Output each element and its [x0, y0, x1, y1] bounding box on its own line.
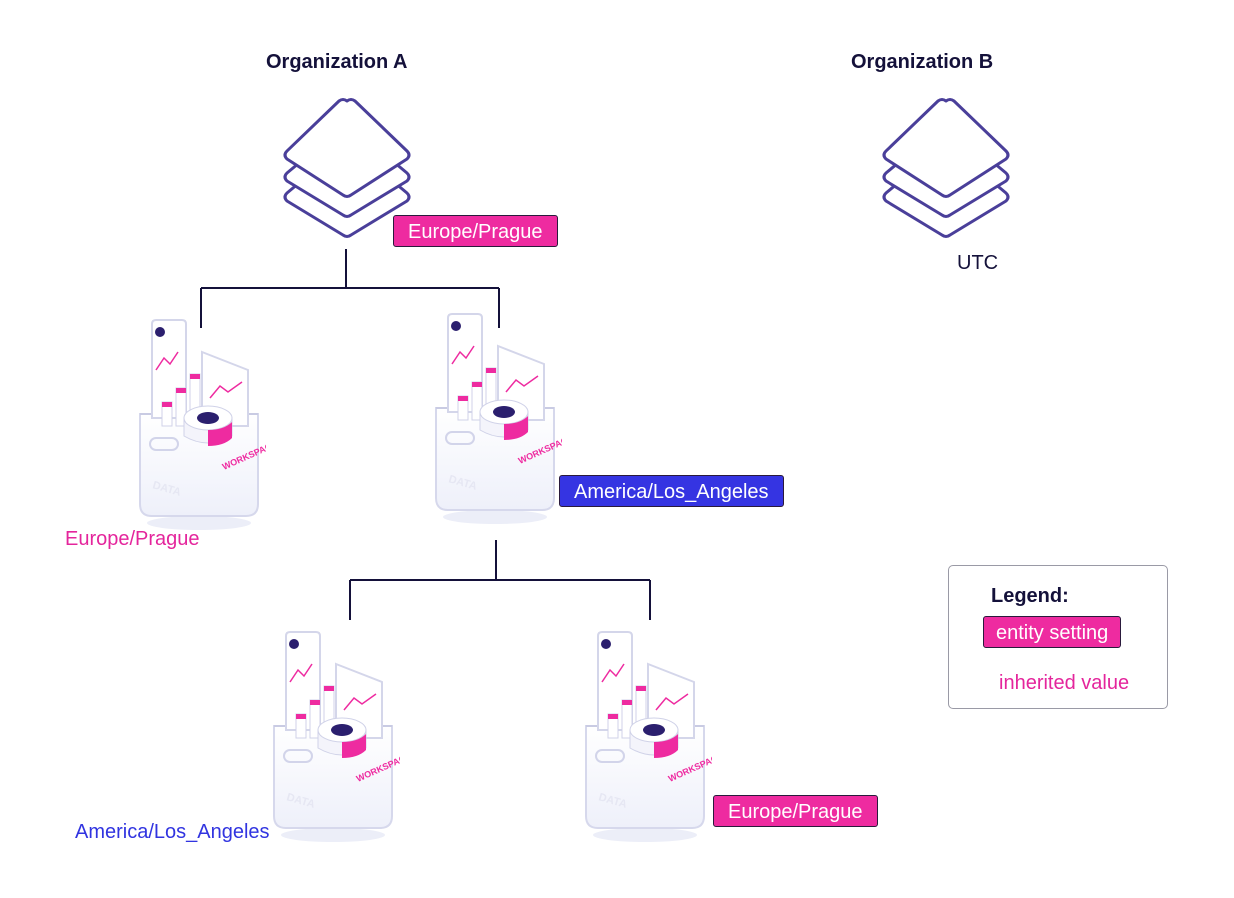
- legend-title: Legend:: [991, 585, 1069, 607]
- workspace-child-right-timezone-setting: Europe/Prague: [713, 795, 878, 827]
- org-b-timezone-inherited: UTC: [957, 252, 999, 274]
- workspace-child-left-timezone-inherited: America/Los_Angeles: [75, 821, 270, 843]
- org-a-title: Organization A: [266, 51, 408, 73]
- org-b-title: Organization B: [851, 51, 994, 73]
- workspace-left-timezone-inherited: Europe/Prague: [65, 528, 200, 550]
- workspace-child-left-icon: WORKSPACE DATA: [273, 631, 400, 842]
- legend-entity-setting: entity setting: [983, 616, 1122, 648]
- workspace-right-icon: WORKSPACE DATA: [435, 313, 562, 524]
- legend-inherited-value: inherited value: [999, 672, 1130, 694]
- workspace-left-icon: WORKSPACE DATA: [139, 319, 266, 530]
- org-a-layered-stack-icon: [283, 98, 411, 238]
- workspace-child-right-icon: WORKSPACE DATA: [585, 631, 712, 842]
- legend: Legend: entity setting inherited value: [948, 565, 1168, 709]
- org-a-timezone-setting: Europe/Prague: [393, 215, 558, 247]
- org-b-layered-stack-icon: [882, 98, 1010, 238]
- workspace-right-timezone-setting: America/Los_Angeles: [559, 475, 784, 507]
